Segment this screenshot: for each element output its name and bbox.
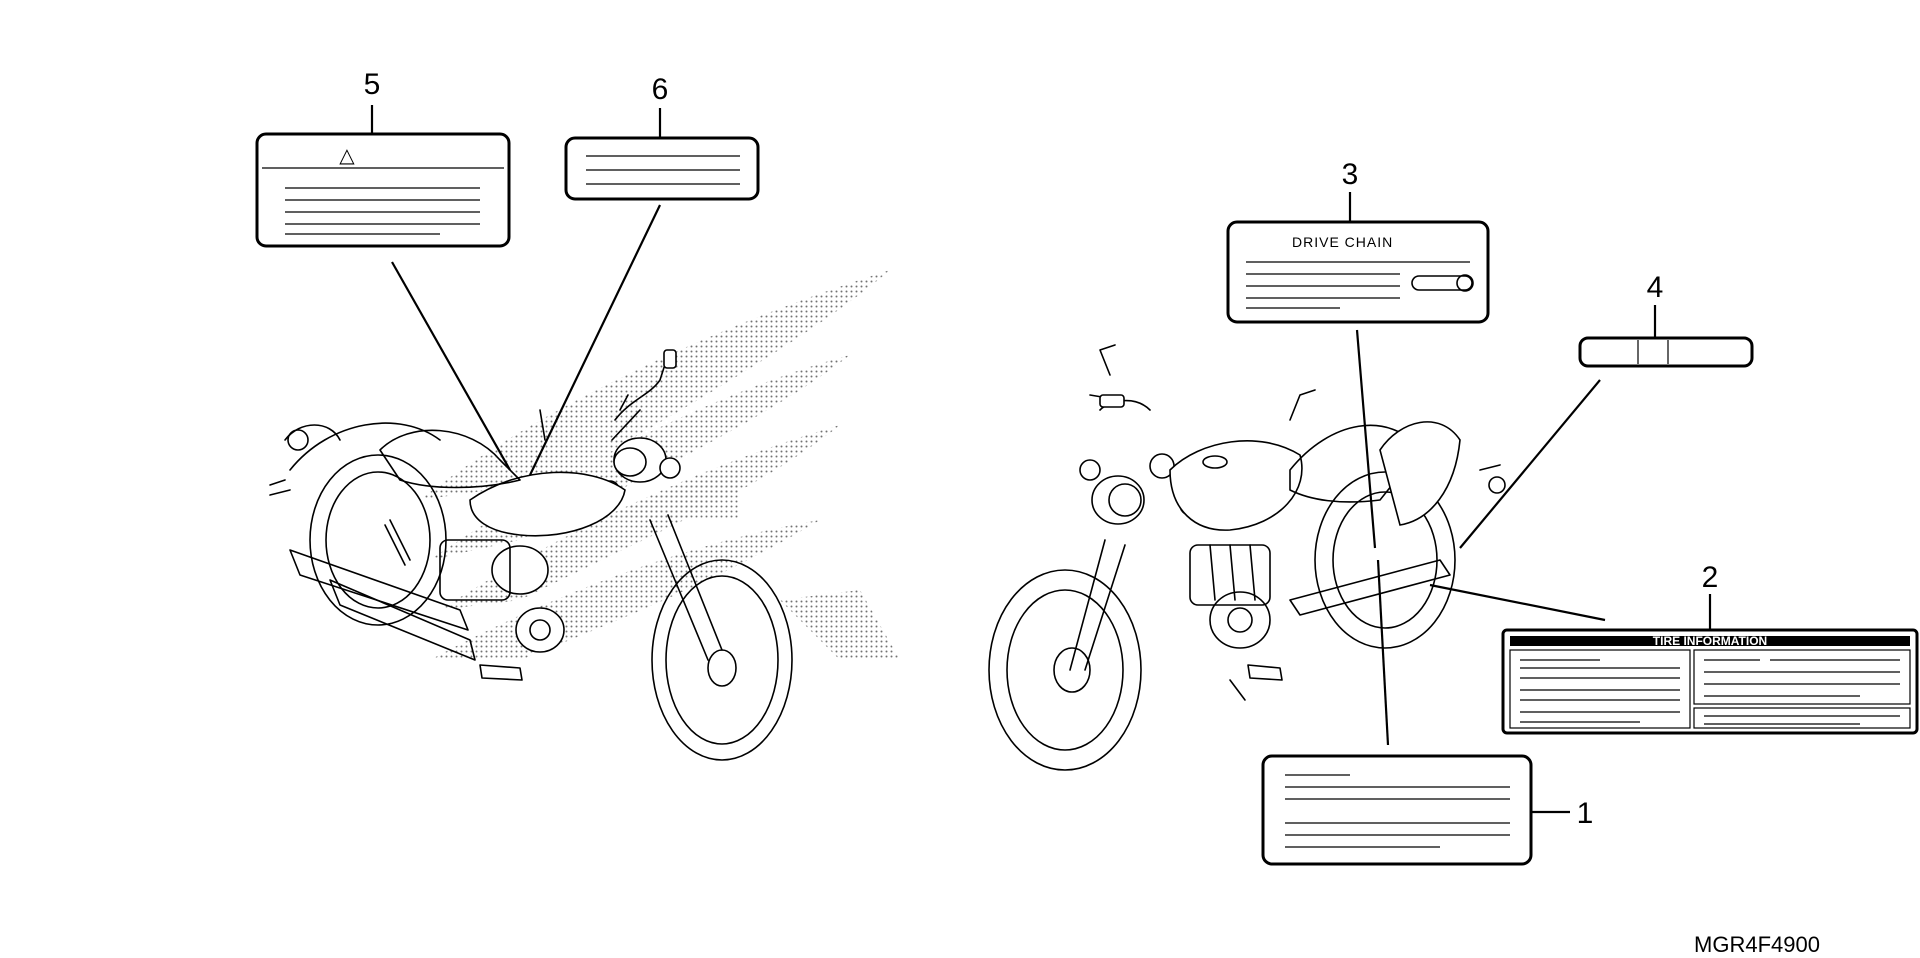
callout-1: 1 xyxy=(1577,797,1594,830)
leader-5 xyxy=(391,261,511,471)
label-1-decal xyxy=(1261,754,1533,866)
drive-chain-label: DRIVE CHAIN xyxy=(1292,234,1393,250)
leader-3 xyxy=(1355,329,1377,549)
callout-3: 3 xyxy=(1342,158,1359,191)
diagram-code: MGR4F4900 xyxy=(1694,932,1820,957)
label-6-decal xyxy=(564,136,760,201)
callout-6: 6 xyxy=(652,73,669,106)
motorcycle-right-side xyxy=(988,344,1506,771)
leader-2 xyxy=(1429,583,1606,622)
leader-4 xyxy=(1459,379,1601,549)
motorcycle-left-side xyxy=(269,349,793,761)
warning-triangle-icon: △ xyxy=(339,143,355,167)
callout-5: 5 xyxy=(364,68,381,101)
callout-2: 2 xyxy=(1702,561,1719,594)
label-4-decal xyxy=(1578,336,1754,368)
callout-4: 4 xyxy=(1647,271,1664,304)
leader-6 xyxy=(529,204,661,476)
label-5-warning-decal: △ xyxy=(255,132,511,248)
label-2-tire-information-decal: TIRE INFORMATION xyxy=(1501,628,1919,735)
leader-1 xyxy=(1376,559,1390,746)
tire-information-label: TIRE INFORMATION xyxy=(1653,634,1767,648)
label-3-drive-chain-decal: DRIVE CHAIN xyxy=(1226,220,1490,324)
